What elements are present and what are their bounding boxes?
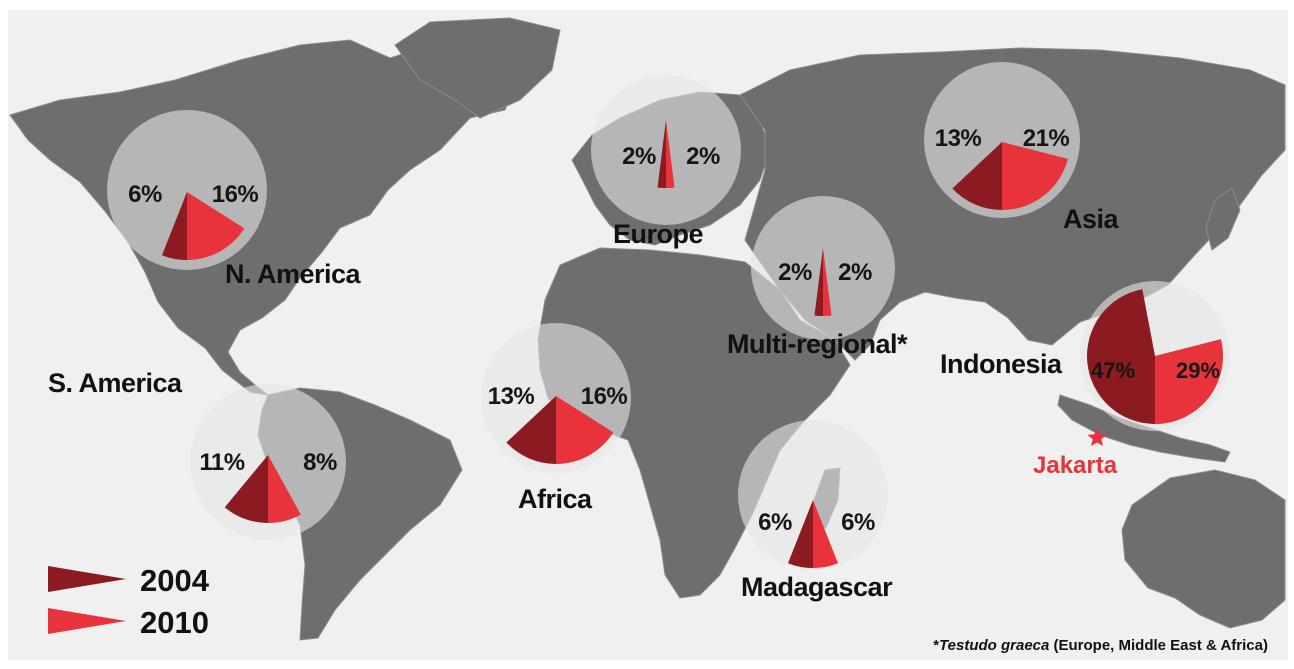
wedge-s-america-2004: [224, 455, 268, 523]
region-label-africa: Africa: [518, 484, 593, 514]
wedge-madagascar-2010: [813, 500, 838, 568]
wedge-multi-regional-2004: [814, 248, 823, 317]
wedge-asia-2010: [1002, 142, 1068, 210]
wedge-europe-2004: [657, 120, 666, 189]
wedge-multi-regional-2010: [823, 248, 832, 317]
wedge-n-america-2010: [187, 192, 245, 260]
wedge-asia-2004: [952, 142, 1002, 210]
label-s-america-2004: 11%: [199, 449, 244, 476]
wedge-n-america-2004: [162, 192, 187, 260]
region-label-s-america: S. America: [48, 368, 183, 398]
label-asia-2010: 21%: [1023, 125, 1070, 152]
label-multi-regional-2010: 2%: [838, 259, 872, 286]
label-n-america-2004: 6%: [128, 181, 162, 208]
region-label-multi-regional: Multi-regional*: [727, 329, 908, 359]
legend: 2004 2010: [48, 563, 210, 640]
label-indonesia-2004: 47%: [1091, 358, 1135, 383]
footnote-marker: *: [933, 637, 939, 654]
legend-swatch-2010: [48, 608, 126, 634]
label-madagascar-2010: 6%: [841, 509, 875, 536]
wedge-indonesia-2004: [1087, 289, 1155, 424]
label-n-america-2010: 16%: [212, 181, 259, 208]
pie-wedges: [162, 120, 1224, 568]
label-s-america-2010: 8%: [303, 449, 337, 476]
footnote-rest: (Europe, Middle East & Africa): [1049, 637, 1268, 654]
label-madagascar-2004: 6%: [758, 509, 792, 536]
legend-label-2004: 2004: [140, 563, 210, 598]
label-asia-2004: 13%: [935, 125, 982, 152]
wedge-indonesia-2010: [1155, 339, 1224, 424]
city-label-jakarta: Jakarta: [1033, 452, 1118, 479]
label-africa-2010: 16%: [581, 383, 628, 410]
wedge-africa-2004: [506, 396, 556, 464]
label-indonesia-2010: 29%: [1176, 358, 1220, 383]
legend-swatch-2004: [48, 566, 126, 592]
star-icon: [1087, 428, 1107, 446]
region-label-n-america: N. America: [225, 259, 362, 289]
wedge-africa-2010: [556, 396, 614, 464]
percent-labels: 6% 16% 11% 8% 2% 2% 2% 2% 13% 21% 13% 16…: [128, 125, 1220, 536]
footnote-species: Testudo graeca: [939, 637, 1049, 654]
label-europe-2010: 2%: [686, 143, 720, 170]
region-label-madagascar: Madagascar: [741, 572, 893, 602]
label-multi-regional-2004: 2%: [778, 259, 812, 286]
legend-label-2010: 2010: [140, 605, 209, 640]
wedge-europe-2010: [666, 120, 675, 189]
wedge-madagascar-2004: [788, 500, 813, 568]
land-australia: [1121, 469, 1286, 629]
region-label-indonesia: Indonesia: [940, 349, 1063, 379]
region-label-asia: Asia: [1063, 204, 1120, 234]
label-africa-2004: 13%: [488, 383, 535, 410]
land-greenland: [394, 17, 561, 119]
land-japan: [1205, 187, 1241, 251]
label-europe-2004: 2%: [622, 143, 656, 170]
footnote: *Testudo graeca (Europe, Middle East & A…: [933, 637, 1268, 654]
region-label-europe: Europe: [613, 219, 703, 249]
region-labels: N. America S. America Europe Multi-regio…: [48, 204, 1120, 602]
wedge-s-america-2010: [268, 455, 301, 524]
bubble-madagascar: [738, 420, 888, 570]
